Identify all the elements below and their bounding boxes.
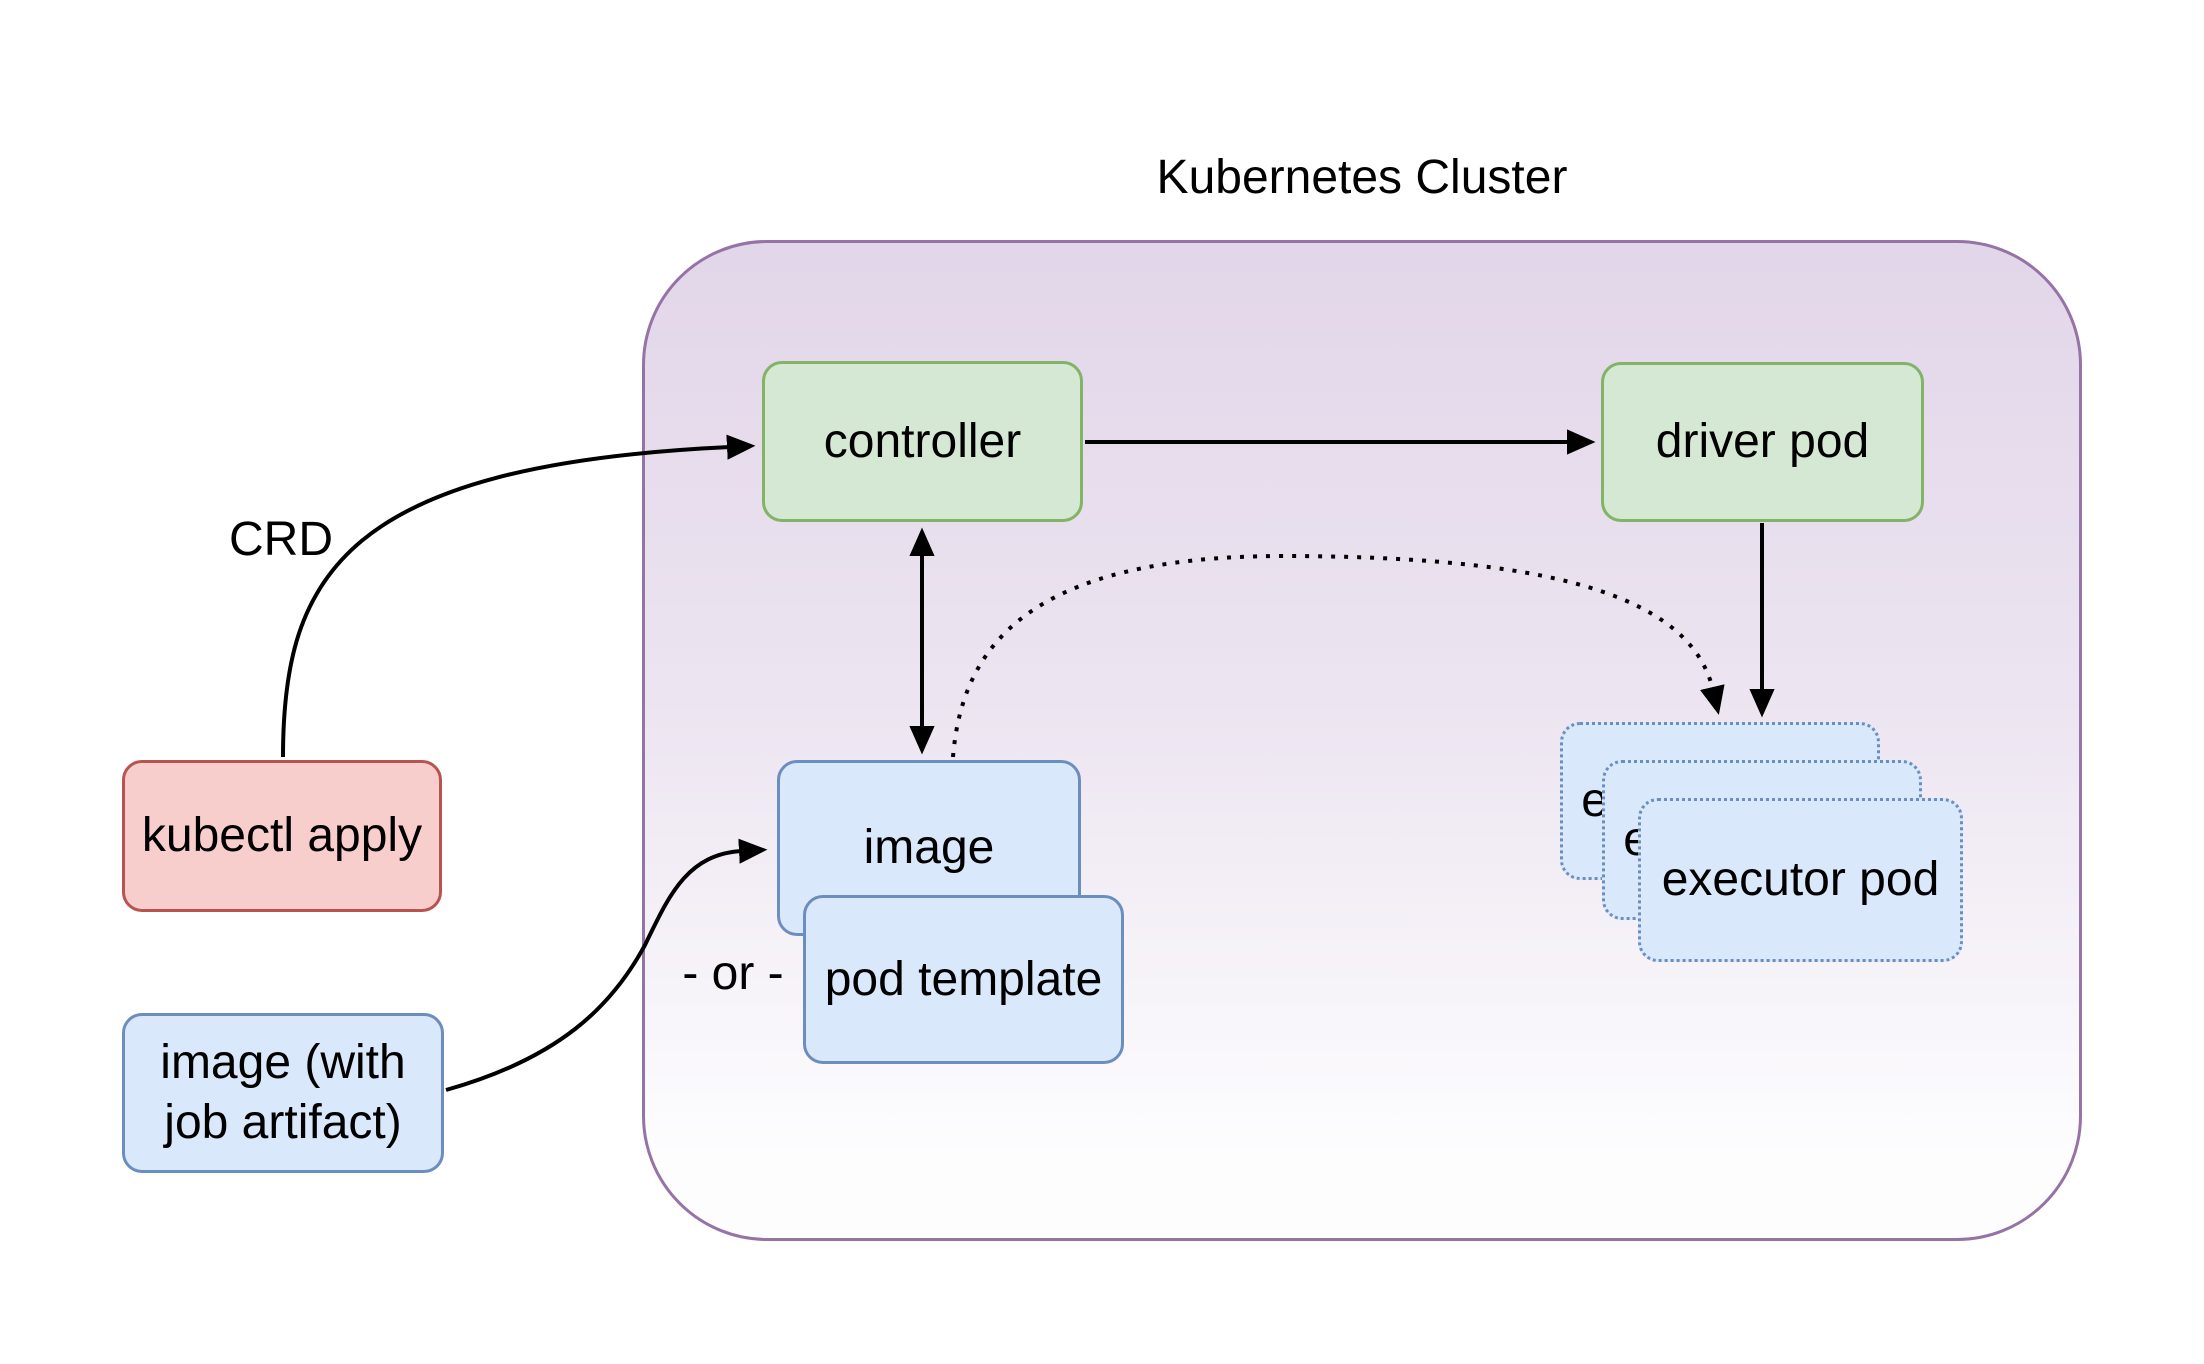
edge-label-or: - or - — [682, 947, 784, 1000]
node-pod-template: pod template — [803, 895, 1124, 1064]
node-driver-pod: driver pod — [1601, 362, 1924, 522]
node-image-with-job-artifact: image (with job artifact) — [122, 1013, 444, 1173]
node-kubectl-apply: kubectl apply — [122, 760, 442, 912]
edge-label-crd: CRD — [229, 513, 333, 566]
cluster-title: Kubernetes Cluster — [1156, 151, 1568, 204]
node-executor-pod-front: executor pod — [1638, 798, 1963, 962]
node-controller: controller — [762, 361, 1083, 522]
